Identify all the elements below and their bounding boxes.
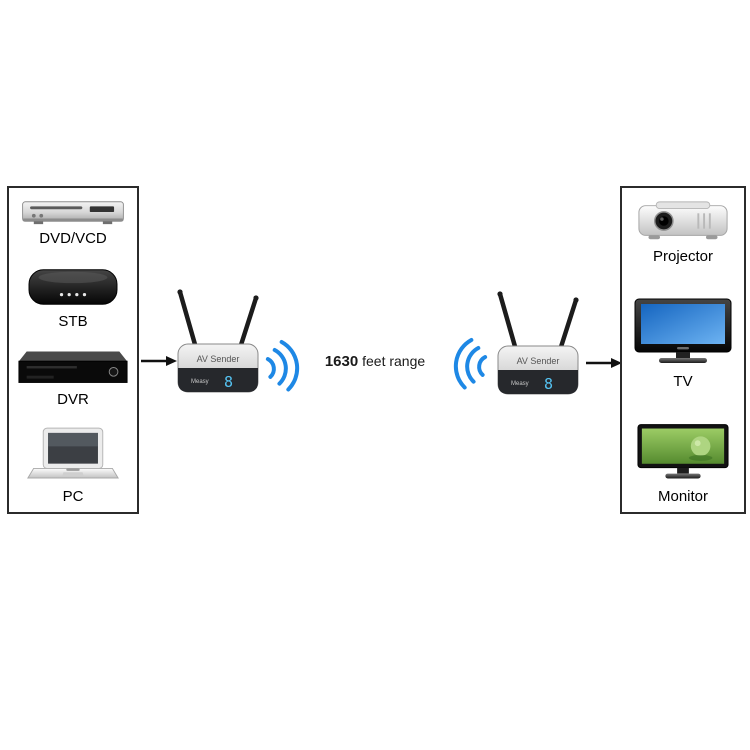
av-receiver-icon: AV Sender Measy 8 [497,291,579,395]
display-devices-box: Projector TV Monitor [620,186,746,514]
source-devices-box: DVD/VCD STB DVR [7,186,139,514]
transmitter-name-label: AV Sender [197,354,240,364]
wifi-signal-transmitter [259,334,307,399]
wifi-waves-icon [453,337,488,390]
laptop-icon [27,427,119,479]
range-unit: feet range [358,353,426,369]
display-item-tv: TV [633,297,733,389]
source-item-dvd: DVD/VCD [18,198,128,246]
receiver-brand-label: Measy [511,381,529,387]
right-arrow-icon [141,356,177,366]
transmitter-brand-label: Measy [191,379,209,385]
display-label-tv: TV [673,373,693,390]
projector-icon [638,201,728,240]
display-label-projector: Projector [652,248,714,265]
monitor-icon [637,424,729,479]
source-item-dvr: DVR [17,347,129,407]
source-label-dvd: DVD/VCD [39,230,107,247]
receiver-name-label: AV Sender [517,356,560,366]
arrow-sources-to-transmitter [141,355,177,367]
arrow-receiver-to-displays [586,357,622,369]
range-label: 1630 feet range [300,353,450,371]
dvr-icon [18,351,128,384]
wifi-signal-receiver [446,332,494,397]
av-transmitter: AV Sender Measy 8 [172,282,264,397]
source-label-pc: PC [62,487,84,505]
display-label-monitor: Monitor [657,488,709,505]
wifi-waves-icon [265,339,300,392]
av-transmitter-icon: AV Sender Measy 8 [177,289,259,393]
display-item-monitor: Monitor [636,422,730,504]
right-arrow-icon [586,358,622,368]
dvd-player-icon [22,201,124,225]
range-distance: 1630 [324,353,359,370]
av-receiver: AV Sender Measy 8 [492,284,584,399]
display-item-projector: Projector [635,198,731,264]
transmitter-channel-display: 8 [224,373,233,391]
receiver-channel-display: 8 [544,375,553,393]
source-item-stb: STB [25,265,121,329]
source-label-stb: STB [58,312,88,330]
source-item-pc: PC [25,426,121,504]
source-label-dvr: DVR [57,391,89,409]
tv-icon [634,298,732,363]
set-top-box-icon [28,268,118,305]
